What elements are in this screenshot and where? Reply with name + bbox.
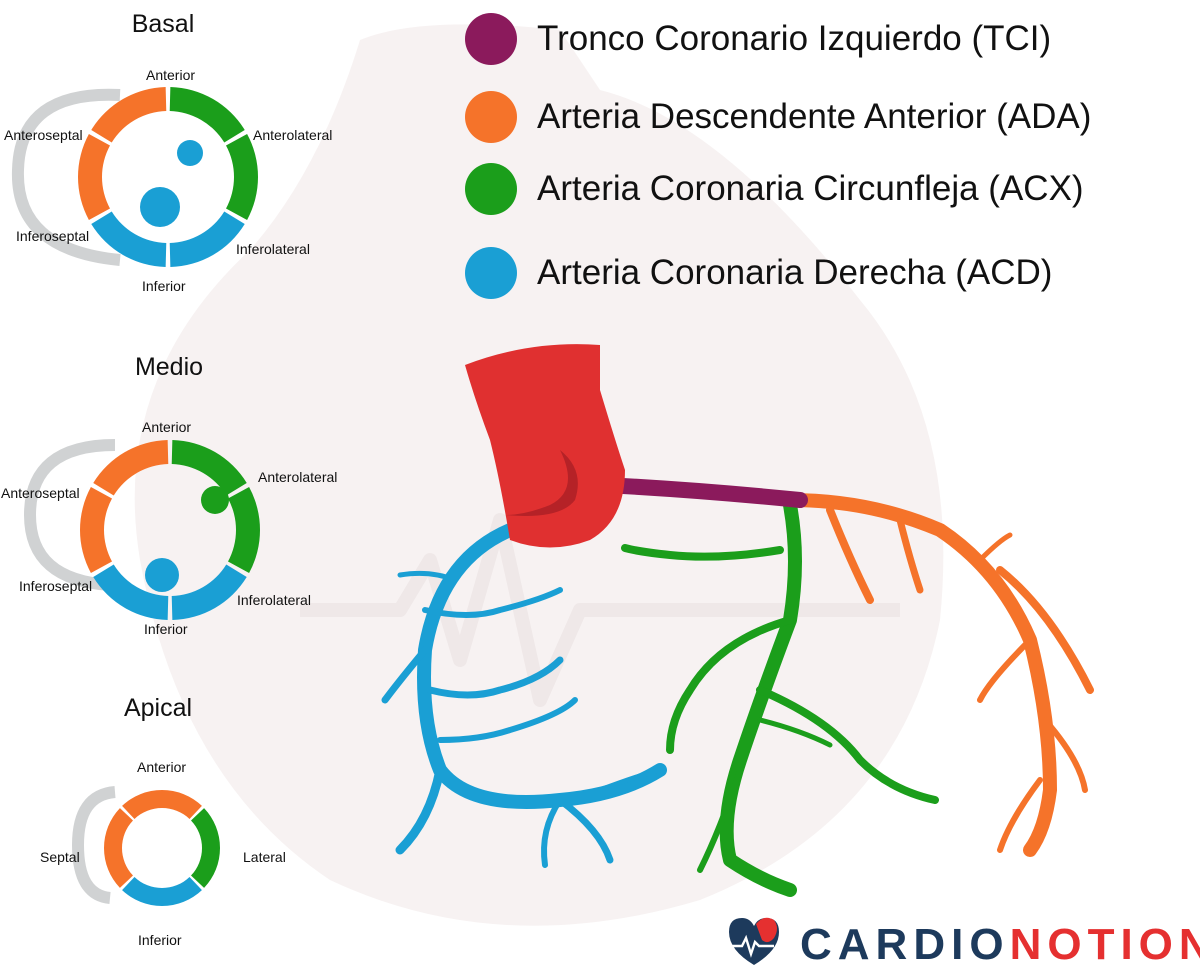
acd-artery — [385, 530, 660, 865]
aorta-root — [465, 344, 625, 547]
tci-trunk — [605, 485, 800, 500]
brand-part-notion: NOTION — [1010, 920, 1200, 969]
heart-ecg-logo-icon — [724, 910, 784, 970]
brand-wordmark: CARDIONOTION — [800, 920, 1200, 970]
acx-artery — [625, 505, 935, 890]
ada-artery — [790, 500, 1090, 850]
brand-part-cardio: CARDIO — [800, 920, 1010, 969]
